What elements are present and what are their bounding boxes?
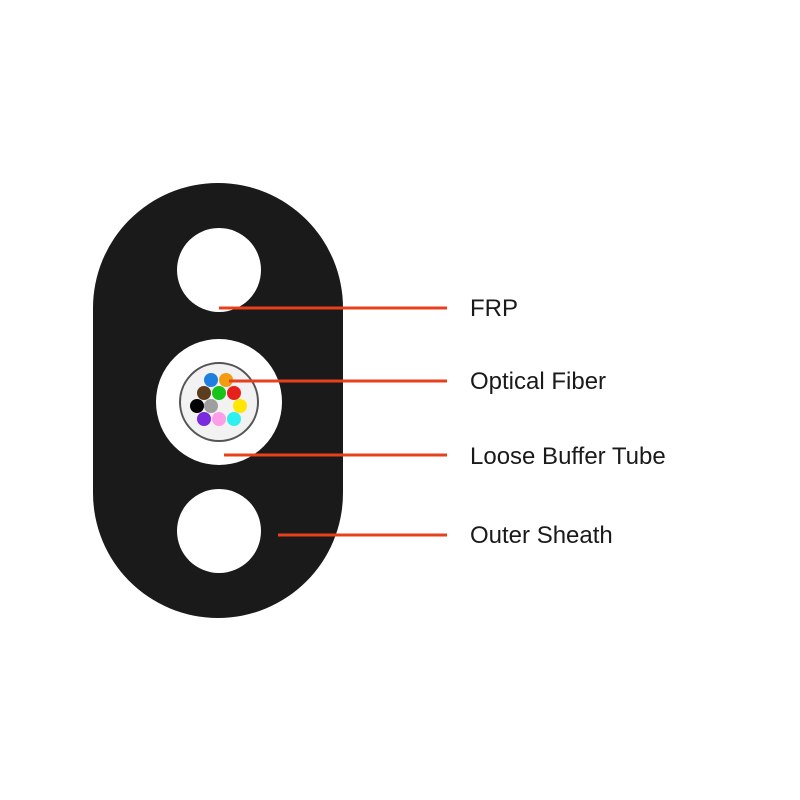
- label-frp: FRP: [470, 295, 518, 322]
- optical-fiber-dot: [190, 399, 204, 413]
- optical-fiber-dot: [204, 373, 218, 387]
- optical-fiber-dot: [212, 386, 226, 400]
- optical-fiber-dot: [197, 386, 211, 400]
- optical-fiber-dot: [227, 412, 241, 426]
- optical-fiber-dot: [197, 412, 211, 426]
- label-optical-fiber: Optical Fiber: [470, 368, 606, 395]
- optical-fiber-dot: [219, 373, 233, 387]
- frp-bottom: [177, 489, 261, 573]
- optical-fibers: [190, 373, 247, 426]
- leader-lines: [219, 306, 447, 537]
- frp-top: [177, 228, 261, 312]
- optical-fiber-dot: [233, 399, 247, 413]
- label-outer-sheath: Outer Sheath: [470, 522, 613, 549]
- optical-fiber-dot: [227, 386, 241, 400]
- label-loose-buffer-tube: Loose Buffer Tube: [470, 443, 666, 470]
- optical-fiber-dot: [204, 399, 218, 413]
- optical-fiber-dot: [212, 412, 226, 426]
